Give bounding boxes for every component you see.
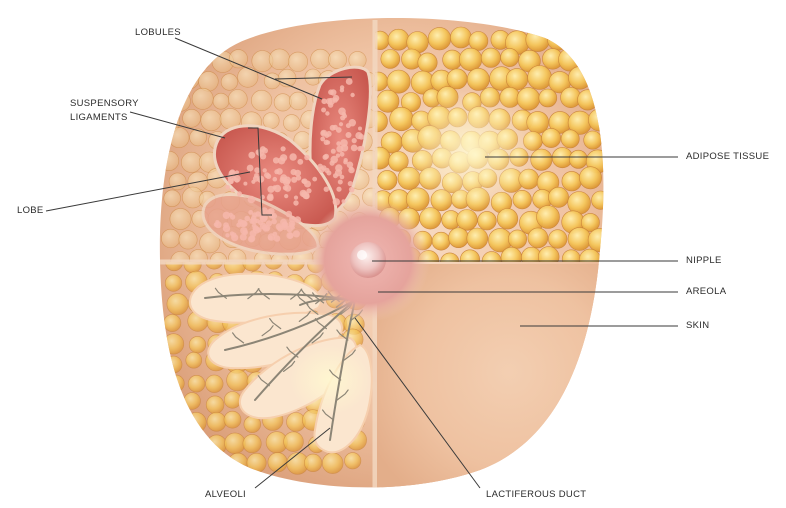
nipple-shape bbox=[350, 242, 386, 278]
label-lobe: LOBE bbox=[17, 205, 44, 217]
label-lobules: LOBULES bbox=[135, 27, 181, 39]
label-suspensory-line2: LIGAMENTS bbox=[70, 112, 128, 124]
label-areola: AREOLA bbox=[686, 286, 726, 298]
label-nipple: NIPPLE bbox=[686, 255, 722, 267]
label-suspensory-line1: SUSPENSORY bbox=[70, 98, 139, 110]
label-lactiferous-duct: LACTIFEROUS DUCT bbox=[486, 489, 586, 501]
label-alveoli: ALVEOLI bbox=[205, 489, 246, 501]
label-adipose-tissue: ADIPOSE TISSUE bbox=[686, 151, 769, 163]
label-skin: SKIN bbox=[686, 320, 709, 332]
